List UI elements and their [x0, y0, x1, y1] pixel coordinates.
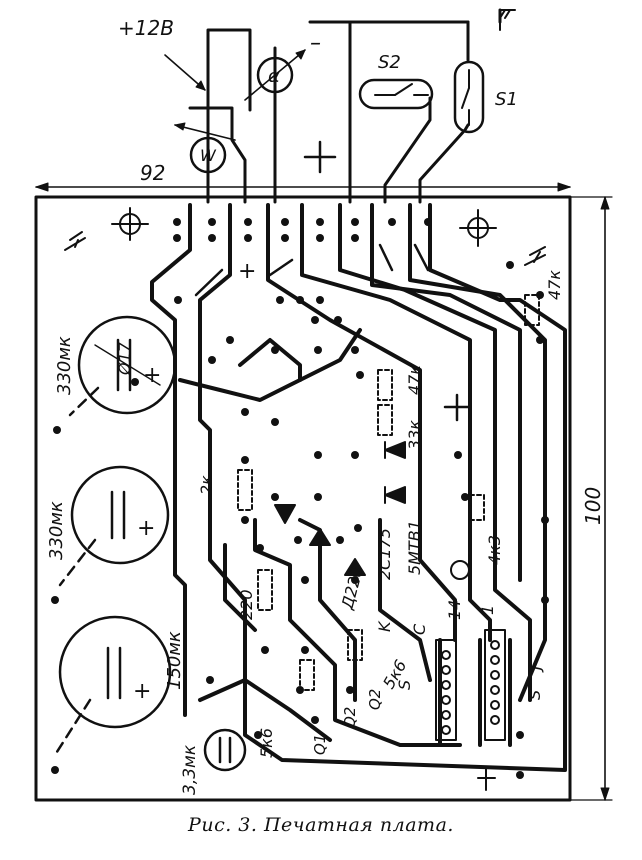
resistor-label-220: 220 [237, 589, 256, 620]
plus-sign-cap-2: + [137, 516, 155, 541]
resistor-bodies [237, 294, 540, 691]
switch-contacts [194, 243, 430, 297]
supply-label: +12В [118, 16, 174, 40]
pin-label-s-a: S [395, 680, 414, 690]
pin-label-1: 1 [478, 605, 497, 615]
pin-label-c: C [410, 623, 429, 635]
mounting-hole-left [111, 207, 149, 241]
watt-meter [174, 122, 236, 174]
watt-meter-label: W [200, 146, 217, 165]
switch-s1 [453, 60, 485, 134]
external-wiring [188, 8, 502, 204]
plus-sign-supply: + [238, 259, 256, 284]
ground-symbol-top [499, 9, 516, 31]
capacitor-3-3 [203, 728, 247, 772]
chip-label: 5МТВ1 [405, 520, 424, 575]
board-outline [34, 195, 572, 802]
mounting-hole-right [459, 209, 497, 247]
resistor-label-33k: 33к [405, 420, 424, 450]
alpha-meter [244, 49, 306, 101]
resistor-label-47k-b: 47к [545, 270, 564, 300]
switch-s2 [358, 78, 434, 110]
plus-sign-cap-1: + [143, 363, 161, 388]
capacitor-label-2: 330мк [46, 501, 67, 560]
chip-socket [435, 629, 506, 741]
pcb-traces [150, 203, 567, 772]
ground-symbol-left [64, 231, 86, 251]
alpha-meter-label: α [268, 66, 280, 87]
led-outline [450, 560, 470, 580]
pin-label-k: K [375, 620, 394, 632]
pin-label-j: J [525, 665, 544, 673]
figure-caption: Рис. 3. Печатная плата. [188, 814, 454, 836]
switch-s2-label: S2 [378, 52, 401, 73]
capacitor-label-4: 3,3мк [180, 744, 200, 795]
pin-label-s-b: S [525, 690, 544, 700]
transistor-label-q2-a: Q2 [341, 707, 359, 728]
ground-symbol-bottom [477, 767, 496, 791]
capacitor-330-middle [58, 465, 170, 587]
diameter-label: Ø17 [115, 341, 134, 376]
resistor-label-4k3: 4к3 [485, 535, 504, 565]
mounting-mark-center [443, 393, 472, 422]
resistor-label-47k-a: 47к [405, 365, 424, 395]
switch-s1-label: S1 [495, 89, 518, 110]
plus-sign-cap-3: + [133, 679, 151, 704]
transistor-label-q2-b: Q2 [366, 689, 384, 710]
transistor-label-q1: Q1 [311, 734, 329, 755]
capacitor-label-1: 330мк [54, 336, 75, 395]
minus-label: – [310, 31, 321, 56]
mounting-mark-top [303, 140, 337, 174]
capacitor-label-3: 150мк [164, 631, 185, 690]
diode-label-2c175: 2С175 [375, 528, 394, 580]
width-dimension-label: 92 [140, 161, 165, 185]
pin-label-14: 14 [445, 600, 464, 620]
capacitor-150 [53, 615, 172, 757]
height-dimension-label: 100 [581, 487, 605, 525]
diodes [274, 441, 406, 576]
diode-label-d220: Д220 [337, 565, 367, 612]
pads [51, 218, 549, 779]
resistor-label-5k6-a: 5к6 [257, 728, 276, 758]
ground-symbol-right [524, 246, 546, 266]
resistor-label-2k: 2к [197, 475, 216, 495]
